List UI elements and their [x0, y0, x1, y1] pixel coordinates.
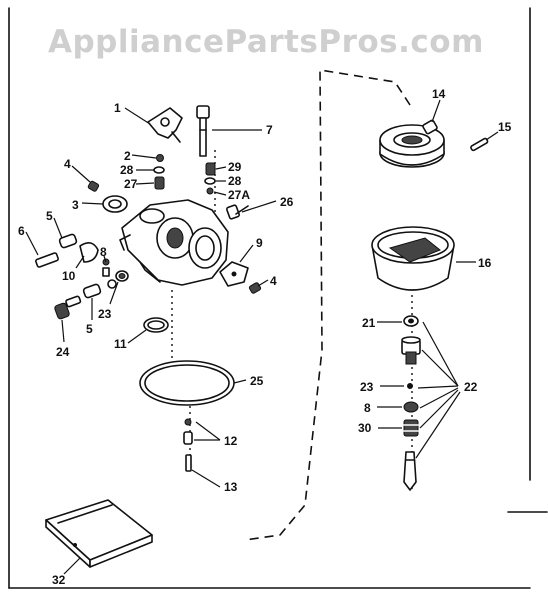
- leader-lines: [25, 99, 499, 575]
- callout-4-right: 4: [270, 274, 277, 288]
- callout-27a: 27A: [228, 188, 250, 202]
- callout-labels: 1 2 3 4 4 5 5 6 7 8 8 9 10 11 12 13 14 1…: [18, 87, 512, 587]
- callout-22: 22: [464, 380, 478, 394]
- callout-32: 32: [52, 573, 66, 587]
- shaft-part-6: [35, 252, 59, 268]
- callout-1: 1: [114, 101, 121, 115]
- callout-12: 12: [224, 434, 238, 448]
- gasket-part-3: [102, 195, 128, 213]
- callout-24: 24: [56, 345, 70, 359]
- fitting-part-26: [226, 204, 249, 220]
- callout-29: 29: [228, 160, 242, 174]
- watermark-text: AppliancePartsPros.com: [48, 24, 484, 60]
- screw-part-4-top: [87, 180, 100, 192]
- manual-booklet-part-32: [45, 499, 153, 568]
- callout-3: 3: [72, 198, 79, 212]
- pin-part-15: [470, 137, 489, 152]
- mixture-screw-stack: [204, 162, 216, 195]
- float-bowl-assembly-boundary: [244, 69, 411, 541]
- inlet-fitting-part-22: [401, 336, 421, 365]
- callout-26: 26: [280, 195, 294, 209]
- callout-6: 6: [18, 224, 25, 238]
- screw-part-4-right: [248, 282, 262, 294]
- small-ball-part-23-right: [407, 383, 413, 389]
- cover-part-10: [79, 242, 99, 263]
- callout-4-top: 4: [64, 157, 71, 171]
- washer-part-21: [403, 315, 419, 327]
- callout-25: 25: [250, 374, 264, 388]
- callout-30: 30: [358, 421, 372, 435]
- pin-part-13: [185, 454, 192, 472]
- plate-part-9: [219, 261, 249, 287]
- throttle-lever-part: [147, 107, 183, 143]
- needle-part-22-bottom: [403, 451, 417, 491]
- callout-9: 9: [256, 236, 263, 250]
- callout-5-top: 5: [46, 209, 53, 223]
- callout-2: 2: [124, 149, 131, 163]
- callout-5-bottom: 5: [86, 322, 93, 336]
- screw-part-24: [54, 295, 82, 320]
- bushing-part-5-top: [58, 233, 78, 249]
- callout-14: 14: [432, 87, 446, 101]
- diagram-frame: [8, 7, 548, 589]
- callout-28-right: 28: [228, 174, 242, 188]
- screw-part-23-left: [107, 270, 129, 289]
- bowl-cover-part-14: [379, 119, 445, 168]
- bowl-gasket-part-25: [139, 360, 235, 406]
- carburetor-body-part: [119, 199, 229, 286]
- callout-21: 21: [362, 316, 376, 330]
- float-bowl-part-16: [371, 226, 455, 291]
- callout-28-left: 28: [120, 163, 134, 177]
- o-ring-part-11: [143, 317, 169, 333]
- parts-12-group: [183, 418, 193, 445]
- seal-part-8-right: [403, 401, 419, 413]
- callout-27: 27: [124, 177, 138, 191]
- callout-23-left: 23: [98, 307, 112, 321]
- callout-11: 11: [114, 337, 127, 351]
- idle-screw-spring-stack: [153, 154, 165, 190]
- callout-7: 7: [266, 123, 273, 137]
- callout-10: 10: [62, 269, 76, 283]
- choke-shaft-part: [196, 105, 210, 157]
- callout-23-right: 23: [360, 380, 374, 394]
- callout-15: 15: [498, 120, 512, 134]
- bushing-part-5-bottom: [82, 283, 102, 299]
- spring-part-30: [403, 419, 419, 437]
- callout-16: 16: [478, 256, 492, 270]
- callout-8-left: 8: [100, 245, 107, 259]
- callout-8-right: 8: [364, 401, 371, 415]
- callout-13: 13: [224, 480, 238, 494]
